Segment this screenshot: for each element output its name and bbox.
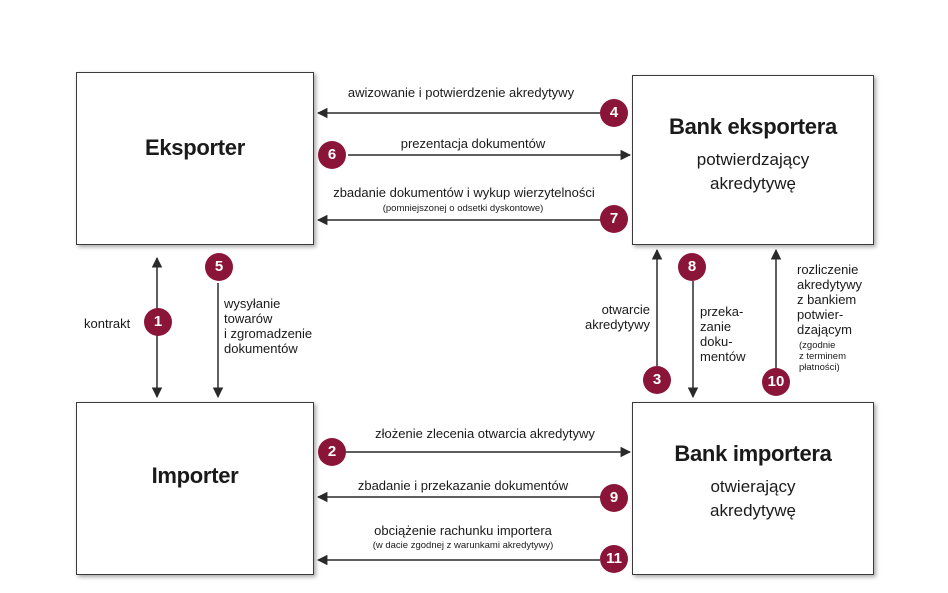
label-step-2: złożenie zlecenia otwarcia akredytywy — [375, 426, 595, 441]
exporter-box: Eksporter — [76, 72, 314, 245]
importer-bank-box: Bank importera otwierający akredytywę — [632, 402, 874, 575]
exporter-bank-box: Bank eksportera potwierdzający akredytyw… — [632, 75, 874, 245]
badge-step-11: 11 — [600, 545, 628, 573]
badge-step-4: 4 — [600, 99, 628, 127]
label-step-7: zbadanie dokumentów i wykup wierzytelnoś… — [333, 185, 595, 200]
note-step-10: (zgodnie z terminem płatności) — [799, 340, 846, 373]
importer-bank-sub1: otwierający — [710, 477, 796, 496]
badge-step-8: 8 — [678, 253, 706, 281]
exporter-bank-sub1: potwierdzający — [696, 150, 810, 169]
importer-box: Importer — [76, 402, 314, 575]
badge-step-10: 10 — [762, 368, 790, 396]
label-step-4: awizowanie i potwierdzenie akredytywy — [347, 85, 575, 100]
importer-title: Importer — [151, 463, 239, 488]
importer-bank-title: Bank importera — [674, 441, 832, 466]
badge-step-5: 5 — [205, 253, 233, 281]
badge-step-6: 6 — [318, 141, 346, 169]
label-step-3: otwarcie akredytywy — [584, 302, 650, 332]
exporter-bank-title: Bank eksportera — [669, 114, 837, 139]
badge-step-1: 1 — [144, 308, 172, 336]
note-step-7: (pomniejszonej o odsetki dyskontowe) — [382, 203, 544, 214]
exporter-title: Eksporter — [144, 135, 245, 160]
exporter-bank-sub2: akredytywę — [710, 174, 796, 193]
badge-step-7: 7 — [600, 205, 628, 233]
label-step-1: kontrakt — [84, 316, 131, 331]
label-step-5: wysyłanie towarów i zgromadzenie dokumen… — [224, 296, 313, 356]
note-step-11: (w dacie zgodnej z warunkami akredytywy) — [372, 540, 554, 551]
label-step-9: zbadanie i przekazanie dokumentów — [357, 478, 569, 493]
label-step-10: rozliczenie akredytywy z bankiem potwier… — [797, 262, 863, 337]
label-step-8: przeka- zanie doku- mentów — [700, 304, 746, 364]
badge-step-2: 2 — [318, 438, 346, 466]
badge-step-3: 3 — [643, 366, 671, 394]
importer-bank-sub2: akredytywę — [710, 501, 796, 520]
badge-step-9: 9 — [600, 484, 628, 512]
label-step-6: prezentacja dokumentów — [400, 136, 546, 151]
label-step-11: obciążenie rachunku importera — [374, 523, 552, 538]
